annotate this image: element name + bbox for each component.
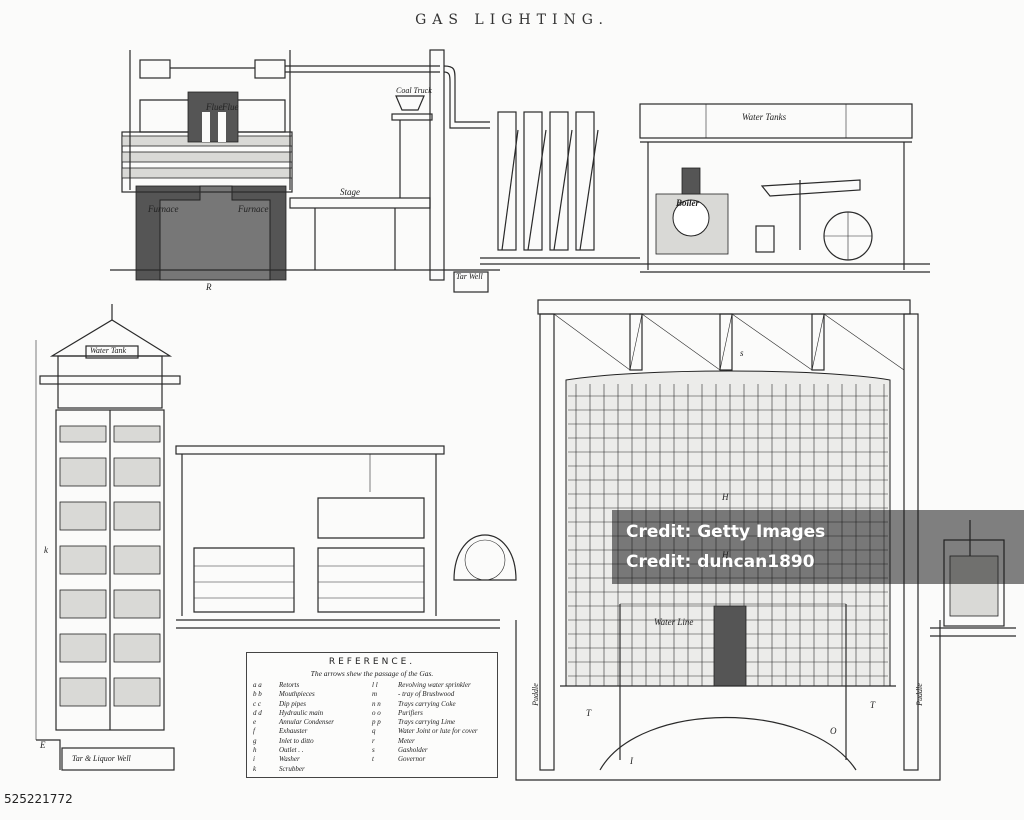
water-tanks-label: Water Tanks (742, 112, 787, 122)
label-O: O (830, 726, 837, 736)
reference-row: m- tray of Brushwood (372, 690, 455, 699)
furnace-label-1: Furnace (148, 204, 179, 214)
label-T-2: T (870, 700, 876, 710)
reference-title: REFERENCE. (328, 657, 416, 667)
coal-truck-label: Coal Truck (396, 86, 432, 95)
water-line-label: Water Line (654, 617, 694, 627)
boiler-label: Boiler (676, 198, 700, 208)
stage-label: Stage (340, 187, 360, 197)
label-T-1: T (586, 708, 592, 718)
reference-legend: REFERENCE. The arrows shew the passage o… (246, 652, 498, 778)
label-s: s (740, 348, 744, 358)
tar-liquor-well-label: Tar & Liquor Well (72, 754, 131, 763)
retort-house (110, 49, 500, 293)
reference-subtitle: The arrows shew the passage of the Gas. (310, 669, 434, 678)
credit-line-1: Credit: Getty Images (626, 522, 826, 542)
page-title: GAS LIGHTING. (415, 12, 609, 28)
credit-line-2: Credit: duncan1890 (626, 552, 815, 572)
label-E: E (40, 740, 46, 750)
label-I: I (630, 756, 633, 766)
annular-condenser (480, 111, 930, 273)
furnace-label-2: Furnace (238, 204, 269, 214)
boiler-house (639, 103, 913, 270)
purifiers (175, 445, 517, 629)
water-tank-label: Water Tank (90, 346, 127, 355)
scrubber-tower (35, 304, 181, 771)
puddle-label-left: Puddle (530, 683, 540, 706)
label-k: k (44, 545, 48, 555)
puddle-label-right: Puddle (914, 683, 924, 706)
flue-label-1: Flue (206, 102, 223, 112)
stock-id: 525221772 (4, 792, 73, 806)
label-H-1: H (722, 492, 729, 502)
credit-watermark: Credit: Getty Images Credit: duncan1890 (612, 510, 1024, 584)
flue-label-2: Flue (222, 102, 239, 112)
tar-well-label: Tar Well (456, 272, 483, 281)
label-R: R (206, 282, 212, 292)
